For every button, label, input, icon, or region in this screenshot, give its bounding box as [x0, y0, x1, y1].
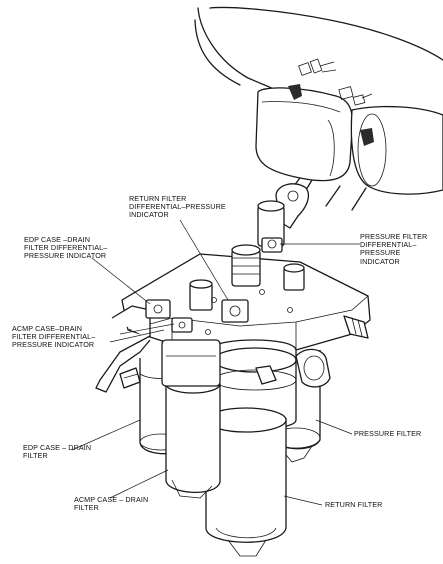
- acmp-case-drain-indicator-label: ACMP CASE–DRAIN FILTER DIFFERENTIAL– PRE…: [12, 324, 96, 350]
- pressure-filter-indicator-label: PRESSURE FILTER DIFFERENTIAL– PRESSURE I…: [360, 232, 428, 266]
- return-filter-label: RETURN FILTER: [325, 500, 383, 509]
- acmp-case-drain-filter-label: ACMP CASE – DRAIN FILTER: [74, 495, 149, 513]
- pressure-filter-label: PRESSURE FILTER: [354, 429, 422, 438]
- return-filter-indicator-label: RETURN FILTER DIFFERENTIAL–PRESSURE INDI…: [129, 194, 226, 220]
- locator-view: [194, 6, 443, 211]
- side-ports: [119, 315, 369, 389]
- edp-case-drain-indicator-label: EDP CASE –DRAIN FILTER DIFFERENTIAL– PRE…: [24, 235, 108, 261]
- edp-case-drain-filter-label: EDP CASE – DRAIN FILTER: [23, 443, 92, 461]
- filter-module: [95, 183, 371, 557]
- top-fittings: [145, 200, 305, 335]
- leader-lines: [71, 219, 360, 506]
